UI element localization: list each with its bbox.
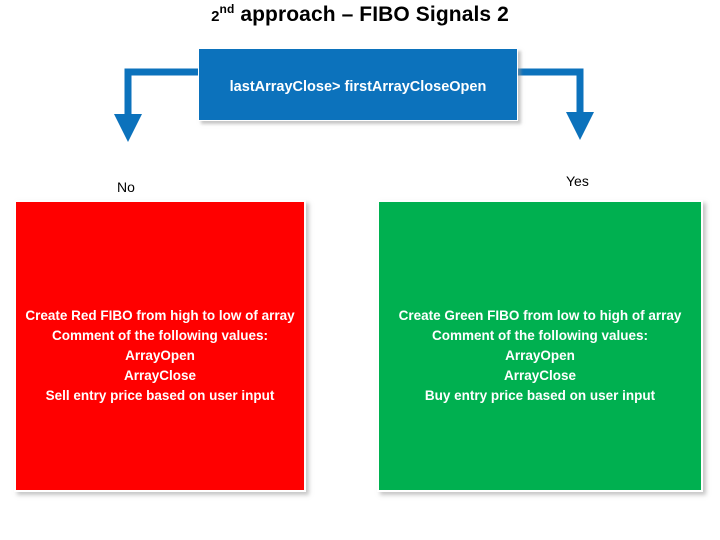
branch-label-yes: Yes	[566, 173, 589, 189]
outcome-no-line-5: Sell entry price based on user input	[45, 388, 275, 403]
outcome-yes-text: Create Green FIBO from low to high of ar…	[379, 306, 701, 406]
outcome-no-line-1: Create Red FIBO from high to low of arra…	[25, 308, 295, 323]
title-rest: approach – FIBO Signals 2	[234, 3, 509, 26]
title-ordinal-number: 2	[211, 8, 220, 25]
outcome-yes-line-2: Comment of the following values:	[431, 328, 648, 343]
title-ordinal-suffix: nd	[219, 2, 235, 16]
outcome-yes-line-4: ArrayClose	[503, 368, 577, 383]
branch-label-no: No	[117, 179, 135, 195]
arrowhead-yes	[566, 112, 594, 140]
decision-box[interactable]: lastArrayClose> firstArrayCloseOpen	[198, 48, 518, 121]
outcome-no-line-2: Comment of the following values:	[51, 328, 268, 343]
connector-line-yes	[518, 68, 584, 120]
connector-line-no	[124, 68, 198, 122]
outcome-box-no[interactable]: Create Red FIBO from high to low of arra…	[14, 200, 306, 492]
outcome-yes-line-1: Create Green FIBO from low to high of ar…	[398, 308, 682, 323]
outcome-no-line-4: ArrayClose	[123, 368, 197, 383]
arrowhead-no	[114, 114, 142, 142]
outcome-yes-line-5: Buy entry price based on user input	[424, 388, 656, 403]
outcome-yes-line-3: ArrayOpen	[505, 348, 575, 363]
decision-box-label: lastArrayClose> firstArrayCloseOpen	[229, 78, 487, 95]
outcome-box-yes[interactable]: Create Green FIBO from low to high of ar…	[377, 200, 703, 492]
outcome-no-text: Create Red FIBO from high to low of arra…	[16, 306, 304, 406]
page-title: 2nd approach – FIBO Signals 2	[0, 2, 720, 27]
outcome-no-line-3: ArrayOpen	[125, 348, 195, 363]
